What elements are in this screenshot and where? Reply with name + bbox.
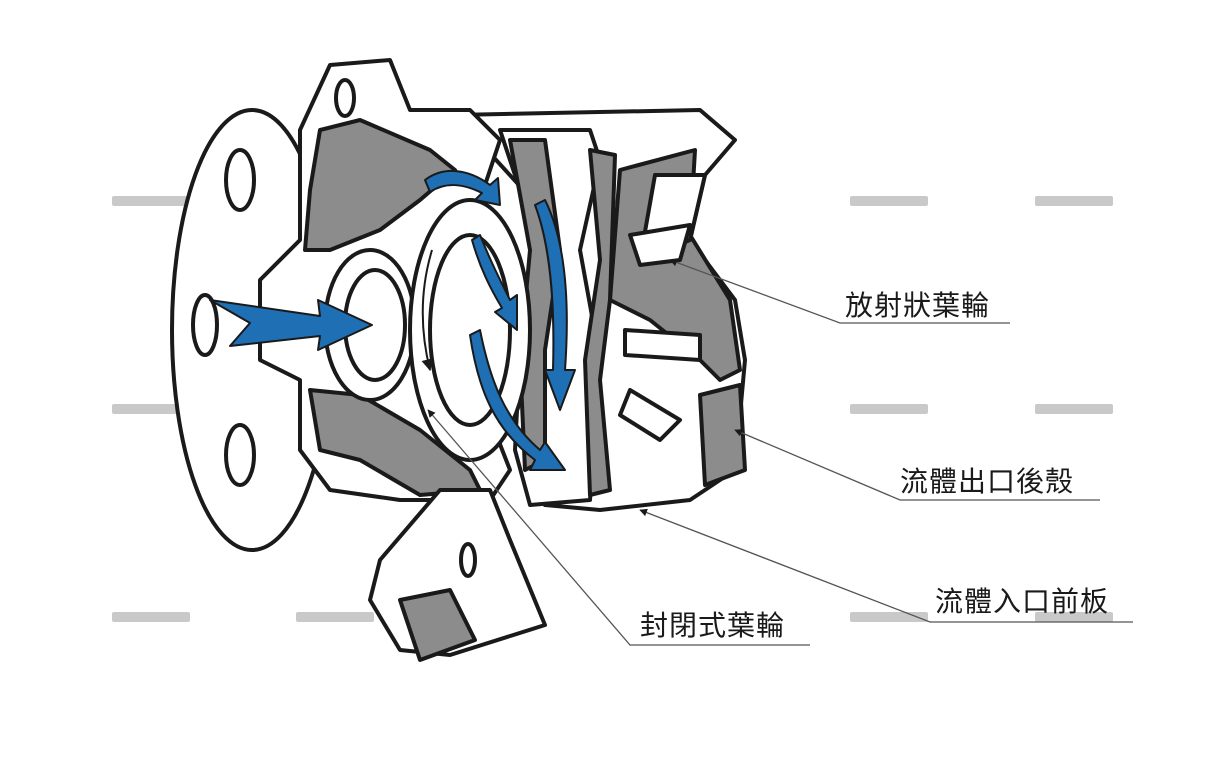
leader-outlet-rear-casing (734, 429, 1100, 501)
pump-body (170, 58, 747, 662)
watermark-row (112, 196, 1113, 622)
upper-flow-arrow (424, 169, 501, 206)
leader-inlet-front-plate (639, 508, 1133, 623)
outlet-flow-arrow (469, 329, 566, 471)
label-closed-impeller: 封閉式葉輪 (640, 609, 786, 642)
impeller-flow-arrow-2 (534, 199, 576, 411)
radial-impeller (618, 223, 702, 442)
inlet-flow-arrow (209, 299, 373, 351)
label-radial-impeller: 放射狀葉輪 (845, 289, 991, 322)
leader-radial-impeller (669, 258, 1010, 324)
label-fluid-inlet-front-plate: 流體入口前板 (935, 585, 1110, 618)
impeller-flow-arrow-1 (471, 234, 518, 331)
callout-leaders (427, 258, 1133, 646)
label-fluid-outlet-rear-casing: 流體出口後殼 (900, 465, 1075, 498)
rotation-arrow (421, 249, 434, 372)
leader-closed-impeller (427, 409, 810, 646)
flow-arrows (209, 169, 576, 471)
